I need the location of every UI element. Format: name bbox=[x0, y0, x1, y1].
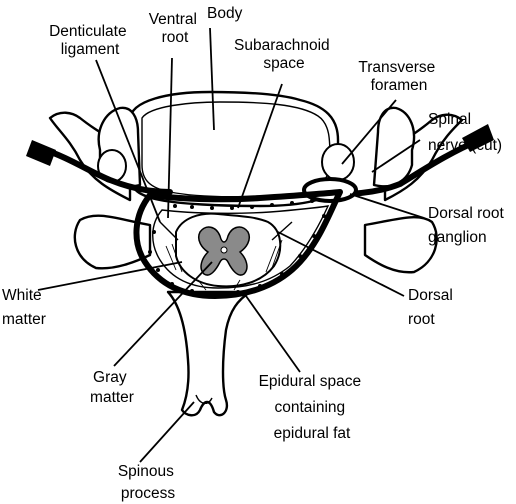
label-spinous-process: Spinous process bbox=[118, 463, 178, 502]
leader-spinous-process bbox=[139, 401, 195, 463]
subarachnoid-shading bbox=[165, 239, 283, 291]
right-spinal-nerve bbox=[337, 137, 483, 197]
label-white-matter: White matter bbox=[2, 287, 46, 328]
leader-body bbox=[209, 27, 215, 131]
left-nerve-cut-end bbox=[26, 140, 56, 166]
leader-subarachnoid-space bbox=[237, 83, 283, 209]
leader-white-matter bbox=[37, 261, 183, 291]
right-denticulate-ligament-shape bbox=[271, 221, 293, 241]
vertebra-illustration bbox=[26, 90, 494, 417]
central-canal bbox=[220, 246, 228, 254]
leader-epidural-space bbox=[245, 295, 301, 373]
right-transverse-foramen bbox=[321, 143, 355, 181]
right-nerve-cut-end bbox=[462, 124, 494, 152]
label-denticulate-ligament: Denticulate ligament bbox=[49, 23, 131, 58]
label-transverse-foramen: Transverse foramen bbox=[358, 59, 439, 94]
leader-spinal-nerve bbox=[371, 139, 421, 173]
epidural-fat-dots bbox=[148, 199, 326, 295]
left-spinal-nerve bbox=[37, 145, 173, 195]
label-subarachnoid-space: Subarachnoid space bbox=[234, 37, 334, 72]
leader-denticulate-ligament bbox=[95, 59, 161, 223]
dura-mater-outer bbox=[133, 189, 343, 299]
leader-ventral-root bbox=[167, 57, 173, 219]
label-dorsal-root: Dorsal root bbox=[408, 287, 457, 328]
leader-dorsal-root-ganglion bbox=[349, 193, 425, 219]
left-denticulate-ligament-shape bbox=[159, 221, 179, 241]
spinous-process-notch bbox=[195, 394, 213, 404]
arachnoid-inner bbox=[152, 205, 330, 289]
label-dorsal-root-ganglion: Dorsal root ganglion bbox=[428, 205, 508, 246]
label-gray-matter: Gray matter bbox=[90, 369, 134, 406]
leader-lines bbox=[37, 27, 425, 463]
label-spinal-nerve: Spinal nerve (cut) bbox=[428, 111, 502, 154]
leader-gray-matter bbox=[113, 261, 213, 367]
labels: Body Ventral root Denticulate ligament S… bbox=[2, 5, 508, 502]
leader-transverse-foramen bbox=[341, 99, 397, 165]
spinous-process-bone bbox=[166, 290, 252, 417]
leader-dorsal-root bbox=[277, 231, 405, 297]
label-body: Body bbox=[207, 5, 243, 22]
label-epidural-space: Epidural space containing epidural fat bbox=[259, 373, 366, 442]
label-ventral-root: Ventral root bbox=[149, 11, 202, 46]
right-lamina bbox=[363, 216, 438, 274]
left-lamina bbox=[73, 214, 152, 270]
